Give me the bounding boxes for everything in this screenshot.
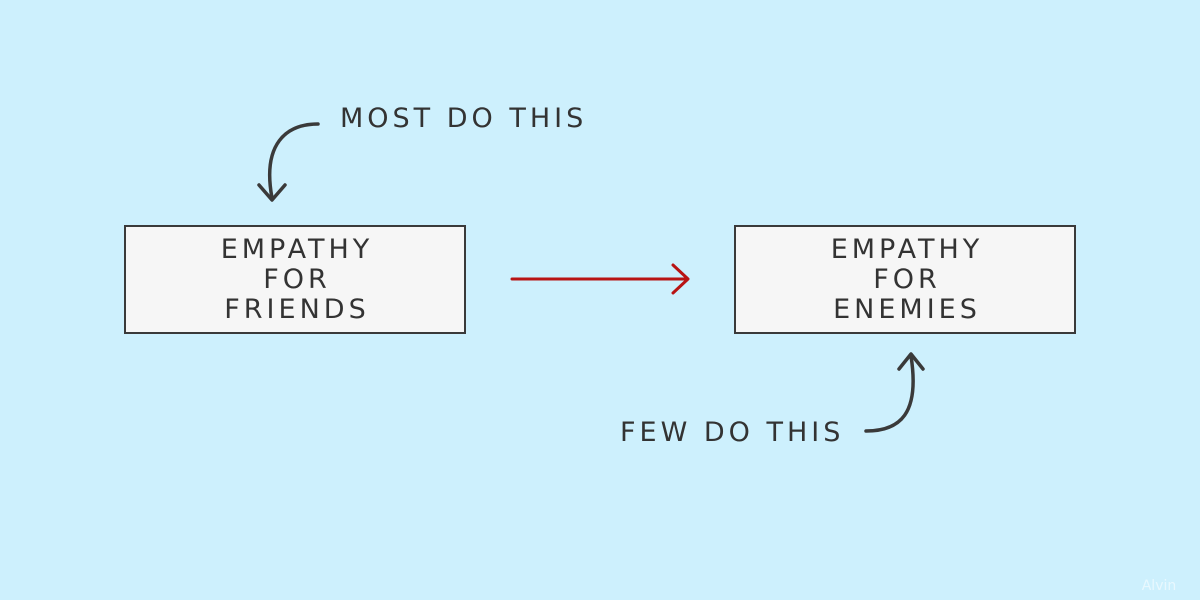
curved-arrow-up-icon [864,352,925,433]
box-line: FOR [873,263,941,295]
watermark: Alvin [1122,534,1196,596]
box-line: FRIENDS [224,293,370,325]
few-do-this-caption: FEW DO THIS [620,417,845,448]
box-line: EMPATHY [220,233,374,265]
box-line: ENEMIES [833,293,981,325]
most-do-this-caption: MOST DO THIS [340,103,588,134]
right-arrow-icon [510,263,690,295]
box-line: FOR [263,263,331,295]
watermark-text: Alvin [1141,578,1177,594]
empathy-for-friends-box: EMPATHY FOR FRIENDS [124,225,466,334]
box-line: EMPATHY [830,233,984,265]
curved-arrow-down-icon [257,122,320,202]
empathy-for-enemies-box: EMPATHY FOR ENEMIES [734,225,1076,334]
